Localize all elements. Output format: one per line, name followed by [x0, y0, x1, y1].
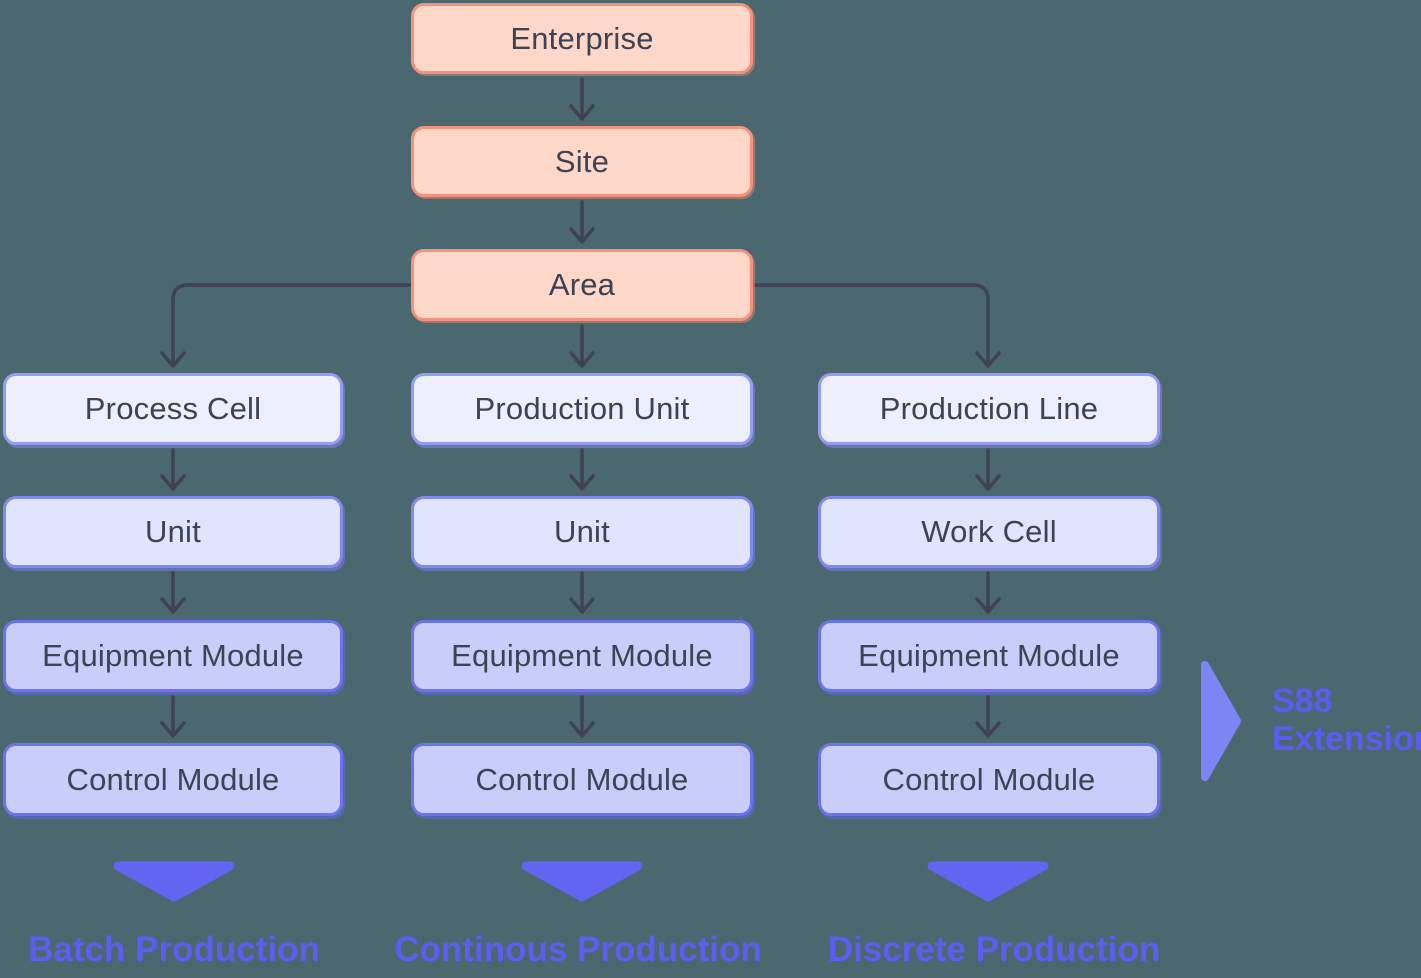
node-process-cell: Process Cell	[3, 373, 343, 445]
batch-result-triangle-icon	[113, 861, 235, 902]
node-work-cell: Work Cell	[818, 496, 1160, 568]
arrow-site-area	[569, 200, 595, 244]
node-production-unit: Production Unit	[411, 373, 753, 445]
arrow-batch-row2-row3	[160, 571, 186, 614]
arrow-enterprise-site	[569, 77, 595, 121]
node-batch-control-module: Control Module	[3, 743, 343, 816]
discrete-result-triangle-icon	[927, 861, 1049, 902]
s88-extension-label-line1: S88	[1272, 682, 1333, 720]
node-batch-unit: Unit	[3, 496, 343, 568]
node-discrete-equipment-module: Equipment Module	[818, 620, 1160, 692]
arrow-batch-row3-row4	[160, 695, 186, 738]
node-site: Site	[411, 126, 753, 197]
s88-extension-label: S88 Extension	[1272, 682, 1421, 758]
continuous-production-label: Continous Production	[394, 930, 762, 969]
node-production-line: Production Line	[818, 373, 1160, 445]
s88-extension-arrow-icon	[1201, 661, 1241, 781]
arrow-area-right-elbow	[751, 283, 1001, 368]
batch-production-label: Batch Production	[28, 930, 320, 969]
arrow-continuous-row3-row4	[569, 695, 595, 738]
arrow-discrete-row2-row3	[975, 571, 1001, 614]
arrow-discrete-row3-row4	[975, 695, 1001, 738]
arrow-area-left-elbow	[160, 283, 413, 368]
node-discrete-control-module: Control Module	[818, 743, 1160, 816]
arrow-continuous-row1-row2	[569, 448, 595, 491]
node-enterprise: Enterprise	[411, 3, 753, 74]
arrow-continuous-row2-row3	[569, 571, 595, 614]
continuous-result-triangle-icon	[521, 861, 643, 902]
node-continuous-control-module: Control Module	[411, 743, 753, 816]
discrete-production-label: Discrete Production	[827, 930, 1161, 969]
node-batch-equipment-module: Equipment Module	[3, 620, 343, 692]
arrow-batch-row1-row2	[160, 448, 186, 491]
node-area: Area	[411, 249, 753, 321]
node-continuous-unit: Unit	[411, 496, 753, 568]
arrow-discrete-row1-row2	[975, 448, 1001, 491]
arrow-area-middle	[569, 324, 595, 368]
s88-extension-label-line2: Extension	[1272, 720, 1421, 758]
node-continuous-equipment-module: Equipment Module	[411, 620, 753, 692]
